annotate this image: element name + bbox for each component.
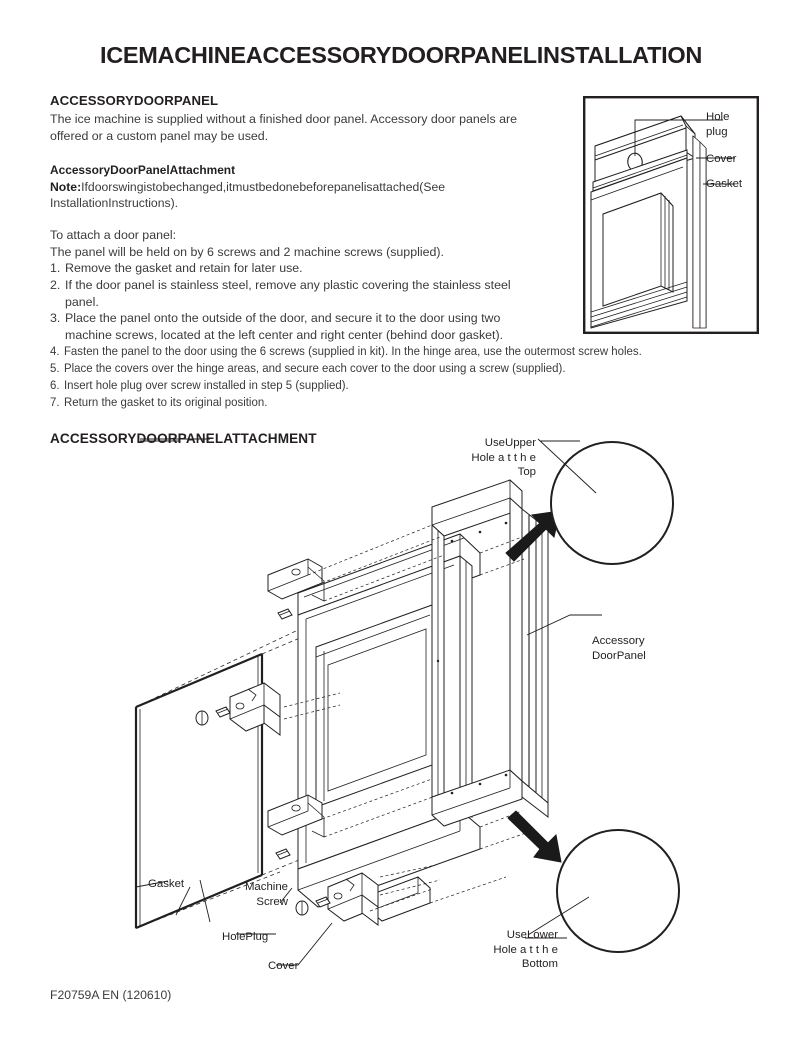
part-hinge-upper	[267, 558, 325, 602]
part-hinge-cover-bottom	[327, 872, 379, 926]
sub-heading-attachment: AccessoryDoorPanelAttachment	[50, 163, 236, 177]
step-item: 5.Place the covers over the hinge areas,…	[50, 360, 757, 377]
step-text: Place the panel onto the outside of the …	[65, 311, 501, 325]
leader-lower-hole	[527, 896, 590, 936]
figure-label-machine-screw: Machine Screw	[244, 881, 288, 908]
detail-circle-lower	[556, 829, 680, 953]
figure-label-hole-plug-exploded: HolePlug	[222, 931, 269, 943]
leader-cover	[276, 922, 333, 966]
figure-label-hole-plug: Hole plug	[706, 111, 730, 138]
step-text: Remove the gasket and retain for later u…	[65, 261, 303, 275]
detail-circle-upper	[140, 440, 674, 565]
figure-label-use-lower: UseLower Hole a t t h e Bottom	[493, 929, 558, 970]
step-number: 2.	[50, 278, 61, 292]
part-screw-mid	[215, 706, 231, 718]
panel-screw-holes	[436, 521, 508, 795]
note-block: Note:Ifdoorswingistobechanged,itmustbedo…	[50, 179, 555, 211]
leader-machine-screw	[279, 887, 293, 904]
step-item: 2. If the door panel is stainless steel, …	[50, 277, 550, 310]
step-number: 1.	[50, 261, 61, 275]
step-number: 5.	[50, 361, 60, 375]
figure-label-gasket: Gasket	[706, 178, 743, 190]
attach-lead: To attach a door panel: The panel will b…	[50, 227, 555, 260]
section-heading-attachment: ACCESSORYDOORPANELATTACHMENT	[50, 431, 317, 446]
callout-arrow-lower	[507, 810, 562, 863]
part-hole-plug-bottom	[295, 900, 309, 916]
document-footer: F20759A EN (120610)	[50, 988, 172, 1002]
step-number: 4.	[50, 344, 60, 358]
step-item: 1. Remove the gasket and retain for later…	[50, 260, 560, 277]
part-screws-left	[275, 608, 293, 860]
step-text: If the door panel is stainless steel, re…	[65, 278, 511, 292]
step-number: 7.	[50, 395, 60, 409]
leader-gasket-2	[135, 880, 169, 888]
step-text: Place the covers over the hinge areas, a…	[63, 361, 566, 375]
leader-upper-hole	[537, 438, 597, 494]
page-title: ICEMACHINEACCESSORYDOORPANELINSTALLATION	[99, 42, 703, 68]
step-item: 6.Insert hole plug over screw installed …	[50, 377, 757, 394]
figure-label-leaders	[525, 440, 580, 939]
figure-exploded-assembly	[134, 438, 680, 966]
attach-lead-line-2: The panel will be held on by 6 screws an…	[50, 244, 444, 259]
part-screw-bottom	[315, 896, 331, 908]
figure-label-cover: Cover	[706, 153, 737, 165]
section-heading-accessory-door-panel: ACCESSORYDOORPANEL	[50, 93, 219, 108]
step-number: 3.	[50, 311, 61, 325]
figure-label-accessory-door-panel: Accessory DoorPanel	[592, 635, 646, 662]
figure-label-use-upper: UseUpper Hole a t t h e Top	[471, 437, 536, 478]
figure-label-cover-exploded: Cover	[268, 960, 299, 972]
note-text: Ifdoorswingistobechanged,itmustbedonebef…	[50, 180, 446, 211]
step-text: Fasten the panel to the door using the 6…	[63, 344, 642, 358]
part-hinge-cover-mid	[229, 682, 281, 736]
part-hole-plug-mid	[195, 710, 209, 726]
step-item: 3. Place the panel onto the outside of th…	[50, 310, 555, 343]
step-text-continued: panel.	[65, 294, 99, 309]
figure-door-corner-detail	[583, 96, 760, 335]
step-text: Insert hole plug over screw installed in…	[63, 378, 349, 392]
step-text-continued: machine screws, located at the left cent…	[65, 327, 504, 342]
figure-label-gasket-exploded: Gasket	[148, 878, 185, 890]
part-accessory-door-panel	[431, 479, 549, 827]
step-item: 7.Return the gasket to its original posi…	[50, 394, 757, 411]
attach-lead-line-1: To attach a door panel:	[50, 228, 177, 242]
step-item: 4.Fasten the panel to the door using the…	[50, 343, 757, 360]
leader-gasket	[199, 879, 211, 923]
note-label: Note:	[50, 180, 82, 194]
step-text: Return the gasket to its original positi…	[63, 395, 268, 409]
intro-paragraph: The ice machine is supplied without a fi…	[50, 112, 517, 143]
step-number: 6.	[50, 378, 60, 392]
